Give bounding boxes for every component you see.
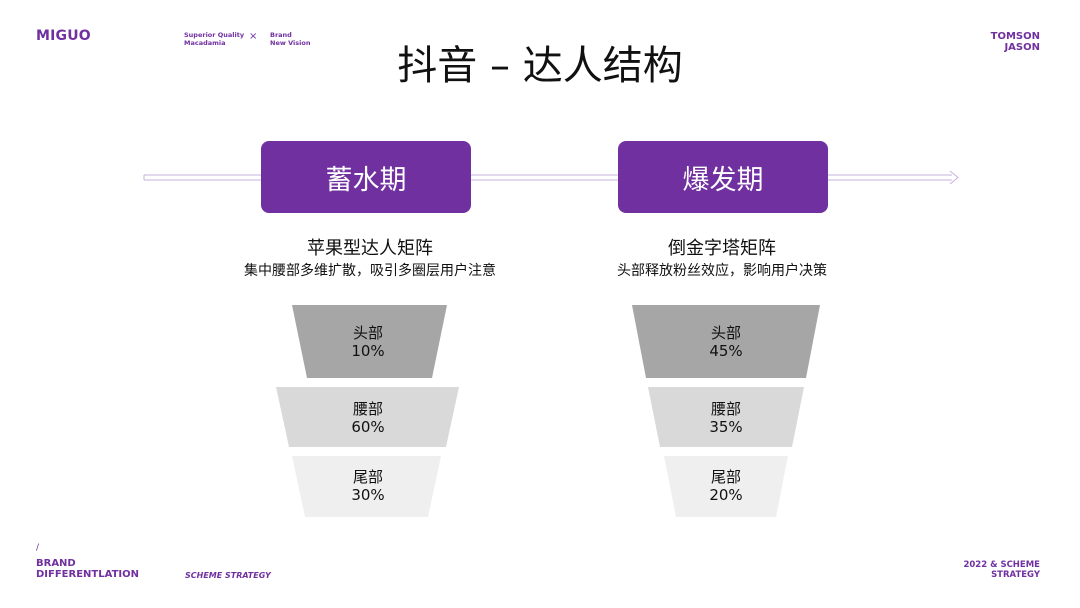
left-funnel-waist-shape xyxy=(276,387,459,447)
tagline-right-line-1: Brand xyxy=(270,31,292,39)
left-funnel-tail-shape xyxy=(292,456,441,517)
right-funnel-waist-shape xyxy=(648,387,804,447)
tagline-left-line-2: Macadamia xyxy=(184,39,226,47)
footer-brand-line-2: DIFFERENTLATION xyxy=(36,569,139,580)
phase-accumulation: 蓄水期 xyxy=(261,141,471,213)
footer-year-line-1: 2022 & SCHEME xyxy=(963,560,1040,570)
segment-name: 头部 xyxy=(710,324,741,342)
footer-brand: BRAND DIFFERENTLATION xyxy=(36,558,139,580)
footer-year-line-2: STRATEGY xyxy=(991,570,1040,580)
tagline-right-line-2: New Vision xyxy=(270,39,311,47)
footer-slash: / xyxy=(36,543,40,553)
right-funnel-head-shape xyxy=(632,305,820,378)
left-segment-tail: 尾部 30% xyxy=(318,466,418,506)
footer-scheme: SCHEME STRATEGY xyxy=(185,571,271,580)
footer-year: 2022 & SCHEME STRATEGY xyxy=(963,560,1040,580)
right-segment-tail: 尾部 20% xyxy=(676,466,776,506)
author-names: TOMSON JASON xyxy=(991,31,1040,53)
segment-name: 腰部 xyxy=(710,400,741,418)
left-segment-head: 头部 10% xyxy=(318,322,418,362)
right-segment-waist: 腰部 35% xyxy=(676,398,776,438)
segment-name: 头部 xyxy=(352,324,383,342)
left-heading: 苹果型达人矩阵 xyxy=(307,238,433,259)
right-description: 头部释放粉丝效应，影响用户决策 xyxy=(617,263,827,279)
tagline-separator: × xyxy=(249,31,258,42)
author-line-2: JASON xyxy=(1004,42,1040,53)
slide-title: 抖音 – 达人结构 xyxy=(397,43,683,89)
segment-value: 10% xyxy=(351,342,385,360)
footer-brand-line-1: BRAND xyxy=(36,558,76,569)
segment-name: 尾部 xyxy=(352,468,383,486)
segment-value: 45% xyxy=(709,342,743,360)
right-funnel-tail-shape xyxy=(664,456,788,517)
segment-name: 腰部 xyxy=(352,400,383,418)
segment-value: 30% xyxy=(351,486,385,504)
segment-value: 35% xyxy=(709,418,743,436)
author-line-1: TOMSON xyxy=(990,31,1040,42)
phase-outbreak: 爆发期 xyxy=(618,141,828,213)
segment-value: 20% xyxy=(709,486,743,504)
segment-value: 60% xyxy=(351,418,385,436)
tagline-left: Superior Quality Macadamia xyxy=(184,31,244,47)
left-funnel-head-shape xyxy=(292,305,447,378)
segment-name: 尾部 xyxy=(710,468,741,486)
right-heading: 倒金字塔矩阵 xyxy=(668,238,776,259)
left-description: 集中腰部多维扩散，吸引多圈层用户注意 xyxy=(244,263,496,279)
brand-logo: MIGUO xyxy=(36,28,91,44)
left-segment-waist: 腰部 60% xyxy=(318,398,418,438)
tagline-right: Brand New Vision xyxy=(270,31,310,47)
tagline-left-line-1: Superior Quality xyxy=(184,31,245,39)
right-segment-head: 头部 45% xyxy=(676,322,776,362)
